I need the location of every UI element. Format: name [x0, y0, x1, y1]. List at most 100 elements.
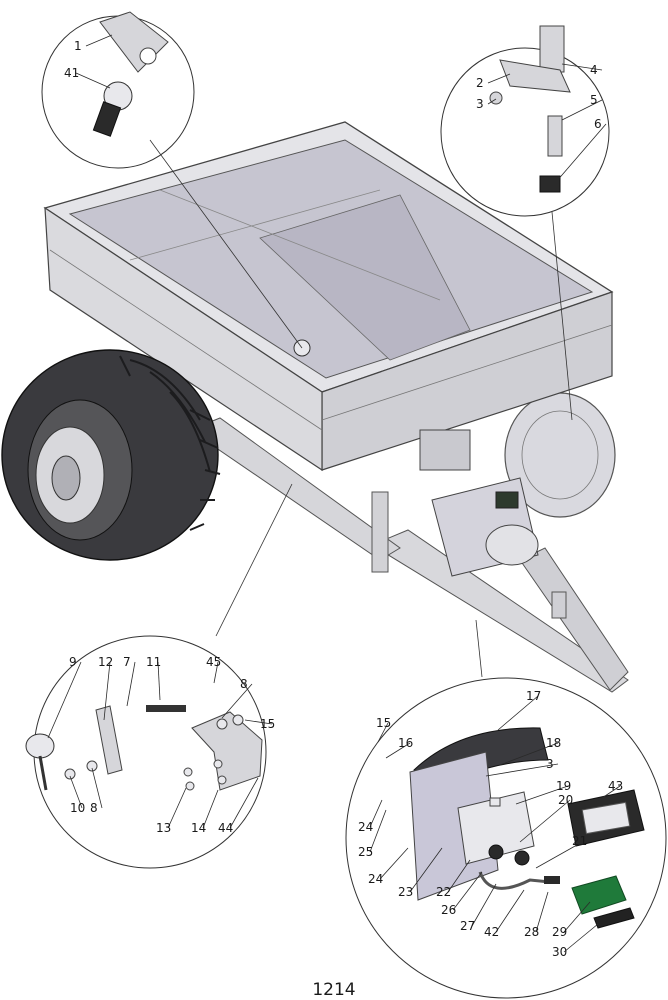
hopper-left-wall [44, 206, 323, 472]
circuit-board [571, 875, 627, 915]
sensor-nut [489, 91, 503, 105]
callout-number: 6 [594, 117, 602, 131]
frame-post-left [371, 491, 389, 573]
leader-line [126, 661, 136, 707]
callout-number: 28 [524, 925, 539, 939]
leader-line [409, 847, 443, 893]
leader-line [535, 891, 549, 933]
controller-box [495, 491, 519, 509]
jack-bracket [551, 591, 567, 619]
detail-link-bottom-right [475, 619, 483, 678]
callout-number: 44 [218, 821, 233, 835]
leader-line [561, 63, 603, 71]
rpm-sensor [25, 733, 55, 759]
leader-line [157, 661, 161, 701]
leader-line [555, 123, 607, 183]
sensor-connector [539, 175, 561, 193]
callout-number: 25 [358, 845, 373, 859]
leader-line [563, 923, 599, 953]
leader-line [471, 883, 497, 927]
leader-line [379, 847, 409, 880]
callout-number: 45 [206, 655, 221, 669]
leader-line [495, 889, 525, 933]
callout-number: 26 [441, 903, 456, 917]
callout-number: 23 [398, 885, 413, 899]
leader-line [377, 722, 389, 743]
callout-number: 16 [398, 736, 413, 750]
mount-panel [409, 751, 499, 901]
leader-line [85, 34, 113, 47]
callout-number: 15 [376, 716, 391, 730]
callout-number: 43 [608, 779, 623, 793]
bolt-10 [64, 768, 76, 780]
bolt-13b [185, 781, 195, 791]
callout-number: 7 [123, 655, 131, 669]
hopper-crossbar [159, 189, 441, 301]
flotation-tire [1, 349, 221, 561]
leader-line [497, 695, 539, 731]
spinner-disc-inner [521, 410, 599, 500]
callout-number: 30 [552, 945, 567, 959]
bracket-hole [139, 47, 157, 65]
leader-line [47, 661, 82, 739]
bolt-13a [183, 767, 193, 777]
sensor-bracket [539, 25, 565, 73]
wheel-hub [51, 455, 81, 501]
callout-number: 14 [191, 821, 206, 835]
callout-number: 8 [90, 801, 98, 815]
washer-a [216, 718, 228, 730]
hopper-crossbar-2 [129, 189, 381, 261]
callout-number: 9 [69, 655, 77, 669]
hopper-band-2 [49, 249, 323, 431]
leader-line [229, 777, 259, 829]
hopper-floor-chute [259, 194, 471, 361]
display-screen [581, 801, 631, 835]
spacer-rod [146, 705, 186, 712]
leader-line [202, 789, 219, 829]
callout-number: 11 [146, 655, 161, 669]
callout-number: 27 [460, 919, 475, 933]
nut-a [232, 714, 244, 726]
leader-line [452, 871, 483, 911]
callout-number: 2 [476, 76, 484, 90]
leader-line [69, 775, 83, 809]
cable-gland-2 [514, 850, 530, 866]
callout-number: 22 [436, 885, 451, 899]
speed-sensor [547, 115, 563, 157]
callout-number: 17 [526, 689, 541, 703]
leader-line [563, 901, 591, 933]
callout-number: 3 [476, 97, 484, 111]
callout-number: 41 [64, 66, 79, 80]
leader-line [515, 785, 569, 805]
callout-number: 10 [70, 801, 85, 815]
leader-line [167, 787, 187, 829]
leader-line [535, 840, 585, 869]
callout-number: 20 [558, 793, 573, 807]
washer-8 [86, 760, 98, 772]
detail-link-top-left [149, 139, 303, 349]
leader-line [369, 809, 387, 853]
sensor-lead [38, 755, 48, 791]
detail-circle-bottom-left [25, 483, 293, 869]
leader-line [103, 661, 111, 721]
leader-line [385, 742, 411, 759]
leader-line [244, 719, 273, 725]
nut-14 [217, 775, 227, 785]
sensor-body [92, 101, 122, 137]
cable-gland [488, 844, 504, 860]
speed-sensor-plate [499, 59, 571, 93]
detail-link-top-right [551, 211, 573, 421]
callout-number: 13 [156, 821, 171, 835]
tongue-bar [370, 529, 629, 693]
leader-line [485, 763, 559, 777]
leader-line [221, 683, 253, 719]
detail-circle-top-right [440, 25, 610, 421]
callout-number: 3 [546, 757, 554, 771]
callout-number: 42 [484, 925, 499, 939]
sensor-bracket-angle [191, 711, 263, 791]
harness-plug [544, 876, 560, 884]
leader-line [595, 785, 621, 803]
callout-number: 1 [74, 39, 82, 53]
